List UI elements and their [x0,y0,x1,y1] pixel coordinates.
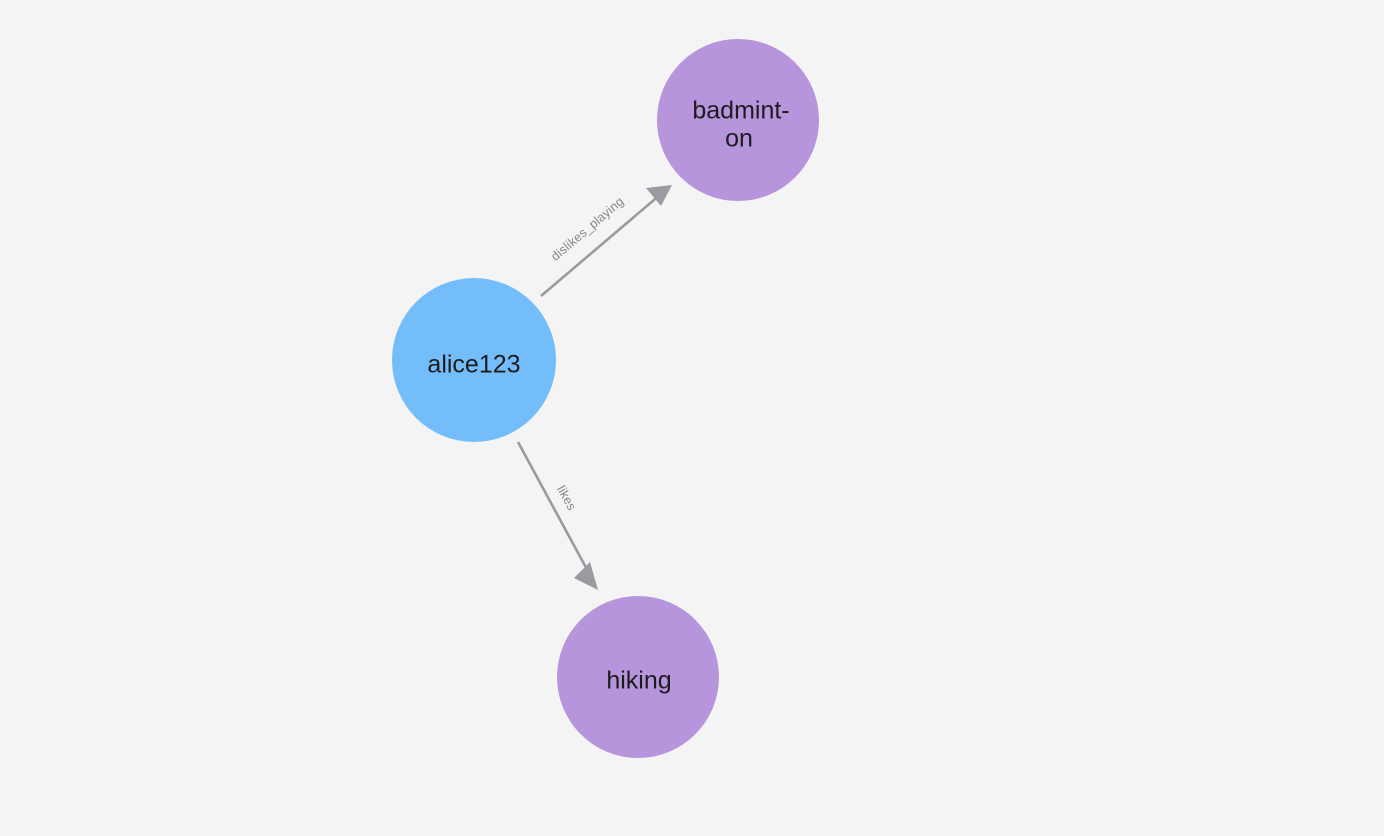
node-label-alice123: alice123 [427,351,520,379]
node-layer: badmint- on alice123 hiking [392,39,819,758]
edge-likes[interactable]: likes [516,441,598,590]
node-circle-badminton[interactable] [657,39,819,201]
edge-line-dislikes-playing [540,193,662,297]
arrowhead-dislikes-playing [646,185,672,206]
node-label-badminton-line2: on [725,125,753,153]
node-badminton[interactable]: badmint- on [657,39,819,201]
edge-line-likes [516,441,592,576]
edge-label-dislikes-playing: dislikes_playing [548,194,626,263]
node-circle-alice123[interactable] [392,278,556,442]
node-hiking[interactable]: hiking [557,596,719,758]
node-label-hiking: hiking [606,667,671,695]
edge-label-likes: likes [554,483,579,513]
arrowhead-likes [574,562,598,590]
node-circle-hiking[interactable] [557,596,719,758]
node-alice123[interactable]: alice123 [392,278,556,442]
node-label-badminton-line1: badmint- [692,97,789,125]
edge-dislikes-playing[interactable]: dislikes_playing [540,185,672,297]
